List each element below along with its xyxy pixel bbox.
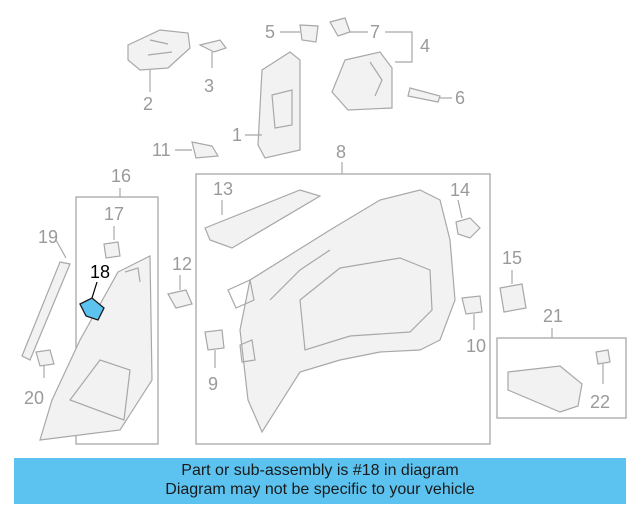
part-15-bracket — [499, 283, 527, 313]
callout-14: 14 — [450, 180, 470, 200]
part-17-clip — [103, 241, 121, 259]
part-16-group-box — [75, 196, 159, 445]
callout-11: 11 — [152, 140, 171, 160]
callout-8: 8 — [336, 142, 346, 162]
part-11-bolt — [191, 141, 220, 159]
callout-3: 3 — [204, 76, 214, 96]
part-3-clip — [198, 39, 227, 68]
part-7-clip — [329, 17, 351, 37]
part-6-screw — [407, 87, 441, 103]
callout-19: 19 — [38, 227, 58, 247]
callout-15: 15 — [502, 248, 522, 268]
callout-9: 9 — [208, 374, 218, 394]
part-2-bracket — [127, 29, 191, 92]
callout-18-leader — [91, 281, 98, 299]
callout-17: 17 — [104, 204, 124, 224]
part-21-lamp — [507, 365, 583, 413]
callout-5: 5 — [265, 22, 275, 42]
part-14-clip — [455, 217, 481, 239]
callout-16: 16 — [111, 166, 131, 186]
callout-2: 2 — [143, 94, 153, 114]
callout-21: 21 — [543, 306, 563, 326]
callout-4: 4 — [420, 36, 430, 56]
callout-6: 6 — [455, 88, 465, 108]
callout-22: 22 — [590, 392, 610, 412]
part-19-strip — [21, 261, 71, 361]
parts-diagram: 2 3 5 7 4 6 1 11 8 13 14 — [21, 17, 627, 445]
callout-7: 7 — [370, 22, 380, 42]
part-8-quarter-panel — [227, 189, 456, 434]
part-18-highlighted[interactable] — [79, 297, 105, 321]
caption-banner: Part or sub-assembly is #18 in diagram D… — [14, 458, 626, 504]
part-22-bulb — [595, 349, 611, 365]
callout-1: 1 — [232, 125, 242, 145]
part-4-trim — [331, 51, 393, 111]
caption-line-2: Diagram may not be specific to your vehi… — [165, 481, 475, 498]
part-1-pillar-trim — [257, 51, 301, 159]
part-9-clip — [204, 329, 225, 351]
callout-12: 12 — [172, 254, 192, 274]
callout-18: 18 — [90, 262, 110, 282]
part-10-clip — [461, 295, 483, 315]
callout-20: 20 — [24, 388, 44, 408]
callout-13: 13 — [213, 179, 233, 199]
part-8-group-box — [195, 173, 491, 445]
part-5-clip — [299, 24, 319, 43]
part-20-clip — [35, 349, 55, 367]
caption-line-1: Part or sub-assembly is #18 in diagram — [181, 462, 459, 479]
part-13-panel — [204, 189, 322, 249]
part-12-clip — [167, 289, 193, 309]
part-21-group-box — [496, 337, 627, 419]
callout-10: 10 — [466, 336, 486, 356]
